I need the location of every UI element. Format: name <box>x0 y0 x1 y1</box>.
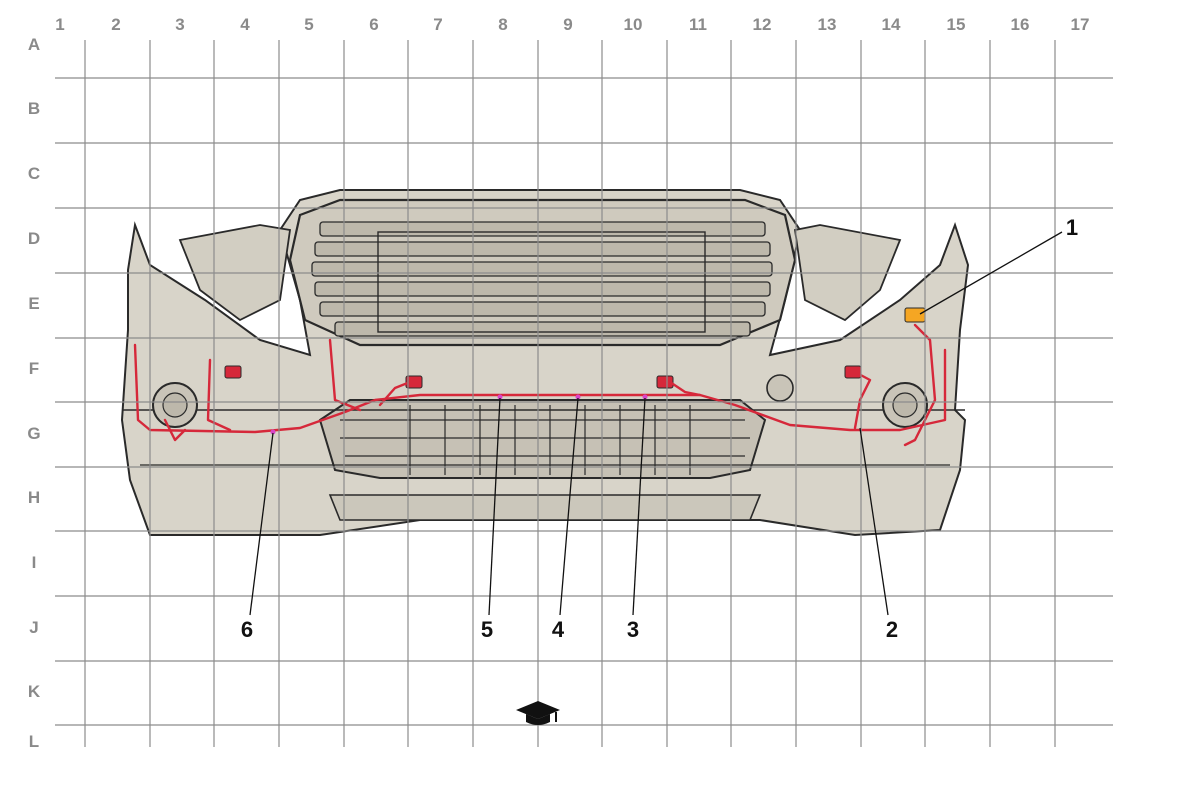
reference-grid <box>55 40 1113 747</box>
grid-column-label: 5 <box>304 15 313 34</box>
grid-column-label: 12 <box>753 15 772 34</box>
callout-number-3: 3 <box>627 617 639 642</box>
grid-column-label: 14 <box>882 15 901 34</box>
grid-column-label: 11 <box>689 15 707 34</box>
grid-row-label: E <box>28 294 39 313</box>
callout-number-6: 6 <box>241 617 253 642</box>
callout-number-2: 2 <box>886 617 898 642</box>
grid-column-label: 7 <box>433 15 442 34</box>
callout-leader-line <box>559 397 579 616</box>
grid-row-label: C <box>28 164 40 183</box>
graduation-cap-icon <box>516 701 560 725</box>
parking-sensors <box>224 365 862 389</box>
callout-number-4: 4 <box>552 617 565 642</box>
grid-column-label: 8 <box>498 15 507 34</box>
harness-clip-markers <box>270 394 648 435</box>
callout-number-5: 5 <box>481 617 493 642</box>
callout-leader-line <box>859 427 889 616</box>
grid-row-label: B <box>28 99 40 118</box>
callout-number-1: 1 <box>1066 215 1078 240</box>
grille-center-panel <box>377 231 706 333</box>
highlighted-connector <box>904 307 926 323</box>
grid-column-label: 10 <box>624 15 643 34</box>
bumper-lower-lip <box>328 494 762 521</box>
grid-column-label: 15 <box>947 15 966 34</box>
bumper-wiring-harness <box>133 323 947 447</box>
tow-eye-cover <box>766 374 794 402</box>
grid-column-label: 16 <box>1011 15 1030 34</box>
grid-column-label: 4 <box>240 15 250 34</box>
callout-leader-line <box>632 397 646 616</box>
grid-row-label: I <box>32 553 37 572</box>
front-bumper-illustration <box>120 189 970 537</box>
grid-column-label: 17 <box>1071 15 1090 34</box>
callout-leader-line <box>249 432 274 616</box>
grid-row-label: K <box>28 682 41 701</box>
grid-row-labels: A B C D E F G H I J K L <box>27 35 40 751</box>
callout-leader-line <box>488 397 501 616</box>
lower-grille <box>318 399 767 479</box>
grid-column-label: 1 <box>55 15 64 34</box>
grid-row-label: A <box>28 35 40 54</box>
grid-column-label: 3 <box>175 15 184 34</box>
grid-column-label: 9 <box>563 15 572 34</box>
grid-column-label: 2 <box>111 15 120 34</box>
grid-row-label: H <box>28 488 40 507</box>
grid-row-label: L <box>29 732 39 751</box>
grid-row-label: D <box>28 229 40 248</box>
callout-annotations: 1 2 3 4 5 6 <box>241 215 1078 642</box>
grid-column-label: 13 <box>818 15 837 34</box>
grid-row-label: F <box>29 359 39 378</box>
grid-column-label: 6 <box>369 15 378 34</box>
grid-row-label: J <box>29 618 38 637</box>
callout-leader-line <box>919 231 1063 315</box>
grid-row-label: G <box>27 424 40 443</box>
